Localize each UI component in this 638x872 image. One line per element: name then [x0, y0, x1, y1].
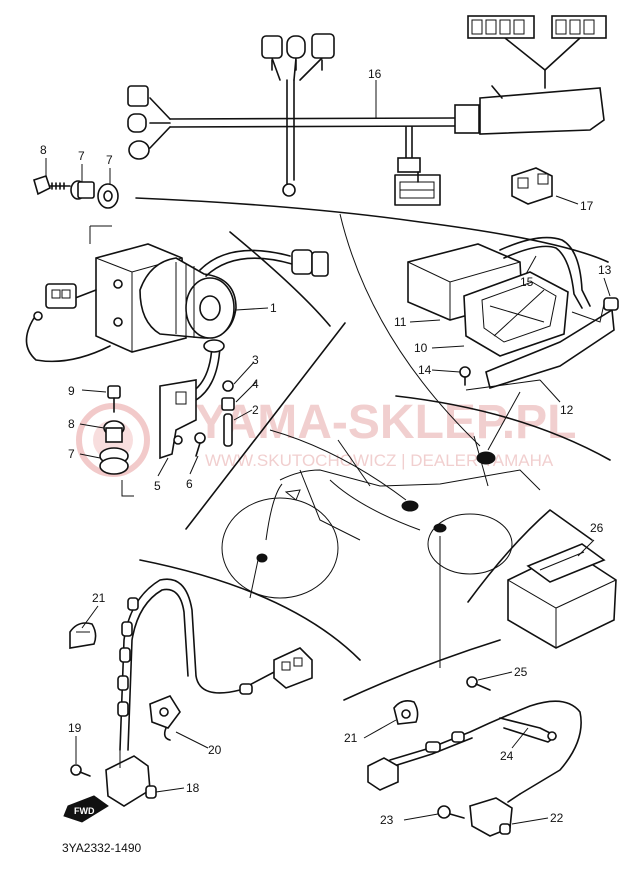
- callout-8-top: 7: [78, 149, 85, 163]
- callout-17: 17: [580, 199, 594, 213]
- callout-19: 19: [68, 721, 82, 735]
- callout-12: 12: [560, 403, 574, 417]
- callout-2: 2: [252, 403, 259, 417]
- callout-22: 22: [550, 811, 564, 825]
- leader-lines: [45, 80, 611, 825]
- ecu-assembly: [407, 236, 619, 391]
- callout-3: 3: [252, 353, 259, 367]
- callout-5: 5: [154, 479, 161, 493]
- bracket-5: [159, 379, 197, 460]
- harness-connector-block-left: [467, 15, 535, 39]
- callout-14: 14: [418, 363, 432, 377]
- callout-7-top: 7: [106, 153, 113, 167]
- callout-4: 4: [252, 377, 259, 391]
- nut-3: [222, 380, 234, 392]
- connector-17: [511, 167, 553, 205]
- callout-26: 26: [590, 521, 604, 535]
- washer-4: [221, 397, 235, 411]
- wire-harness: [127, 15, 607, 206]
- bolt-6: [194, 432, 206, 457]
- callout-9-bottom: 9: [68, 384, 75, 398]
- watermark-subtitle: WWW.SKUTOCHOWICZ | DEALER YAMAHA: [205, 451, 554, 470]
- callout-8-bottom: 8: [68, 417, 75, 431]
- fastener-group-top: [33, 174, 119, 209]
- callout-24: 24: [500, 749, 514, 763]
- relay-box-26: [507, 543, 617, 649]
- collar-2: [223, 413, 233, 447]
- callout-9-top: 8: [40, 143, 47, 157]
- callout-23: 23: [380, 813, 394, 827]
- speed-sensor-right: [367, 676, 582, 837]
- sensor-unit-assembly: [25, 243, 329, 460]
- callout-20: 20: [208, 743, 222, 757]
- callout-labels: 8 7 7 1 3 4 2 9 8 7 5 6 16 17 15 13 11 1…: [40, 67, 612, 827]
- pointer-lines: [249, 213, 521, 668]
- callout-1: 1: [270, 301, 277, 315]
- callout-15: 15: [520, 275, 534, 289]
- callout-11: 11: [394, 315, 407, 329]
- callout-21-left: 21: [92, 591, 106, 605]
- callout-18: 18: [186, 781, 200, 795]
- callout-7-bottom: 7: [68, 447, 75, 461]
- bolt-14: [459, 366, 471, 386]
- harness-connector-block-right: [551, 15, 607, 39]
- callout-21-right: 21: [344, 731, 358, 745]
- callout-16: 16: [368, 67, 382, 81]
- callout-25: 25: [514, 665, 528, 679]
- region-borders: [135, 197, 611, 701]
- fwd-tag-text: FWD: [74, 806, 95, 816]
- screw-13: [603, 297, 619, 311]
- callout-13: 13: [598, 263, 612, 277]
- motorcycle-outline: [221, 435, 541, 599]
- speed-sensor-left: FWD: [63, 578, 313, 823]
- diagram-code: 3YA2332-1490: [62, 841, 142, 855]
- watermark: YAMA-SKLEP.PL WWW.SKUTOCHOWICZ | DEALER …: [76, 396, 576, 477]
- callout-6: 6: [186, 477, 193, 491]
- fastener-group-bottom: [99, 385, 129, 475]
- callout-10: 10: [414, 341, 428, 355]
